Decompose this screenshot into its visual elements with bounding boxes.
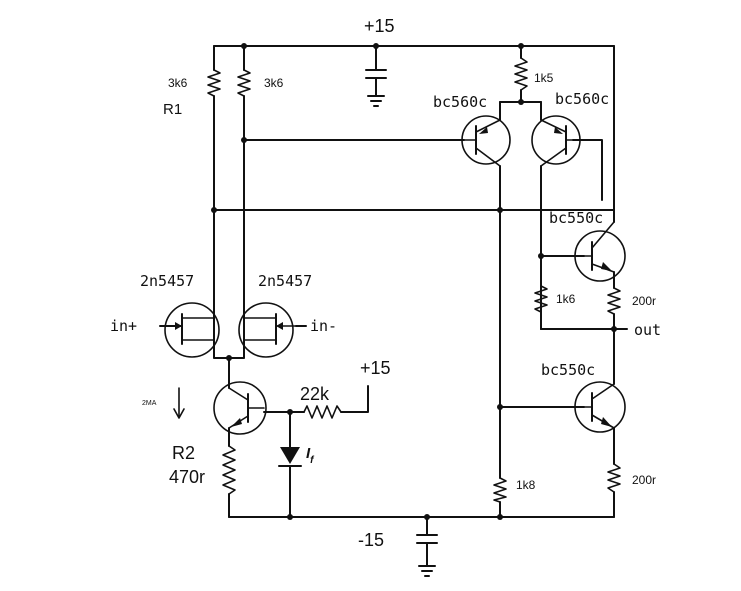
label-in-minus: in- xyxy=(310,317,337,335)
capacitor-bottom xyxy=(416,534,438,544)
label-in-plus: in+ xyxy=(110,317,137,335)
wiring xyxy=(159,45,628,567)
resistor-r2-470r xyxy=(222,445,236,495)
resistor-1k6 xyxy=(534,285,548,313)
label-bc550c-top: bc550c xyxy=(549,209,603,227)
label-r2: R2 xyxy=(172,443,195,463)
label-3k6-left: 3k6 xyxy=(168,76,188,90)
transistor-current-sink xyxy=(213,381,267,435)
label-vpos-mid: +15 xyxy=(360,358,391,378)
resistor-1k8 xyxy=(493,477,507,503)
jfet-2n5457-left xyxy=(164,299,220,359)
label-22k: 22k xyxy=(300,384,330,404)
label-jfet-left: 2n5457 xyxy=(140,272,194,290)
label-vpos-top: +15 xyxy=(364,16,395,36)
transistor-bc550c-top xyxy=(574,221,626,282)
resistor-200r-top xyxy=(607,287,621,315)
resistor-1k5 xyxy=(514,57,528,91)
label-led-current: If xyxy=(306,445,315,466)
current-arrow-icon xyxy=(173,387,185,419)
label-out: out xyxy=(634,321,661,339)
label-1k8: 1k8 xyxy=(516,478,536,492)
resistor-22k xyxy=(303,405,342,419)
ground-bottom xyxy=(418,565,436,577)
label-470r: 470r xyxy=(169,467,205,487)
label-led-i: I xyxy=(306,445,311,462)
resistor-200r-bottom xyxy=(607,463,621,493)
labels: +15 -15 +15 3k6 R1 3k6 1k5 bc560c bc560c… xyxy=(110,16,661,550)
resistor-3k6-right xyxy=(237,69,251,97)
label-bc550c-bottom: bc550c xyxy=(541,361,595,379)
label-r1: R1 xyxy=(163,101,182,118)
transistor-bc560c-left xyxy=(461,115,511,167)
label-vneg: -15 xyxy=(358,530,384,550)
capacitor-top xyxy=(365,69,387,79)
junction-dots xyxy=(211,43,617,520)
label-2ma: 2MA xyxy=(142,400,157,407)
label-1k6: 1k6 xyxy=(556,292,576,306)
label-3k6-right: 3k6 xyxy=(264,76,284,90)
label-200r-bottom: 200r xyxy=(632,473,656,487)
jfet-2n5457-right xyxy=(238,302,297,359)
transistor-bc560c-right xyxy=(531,115,581,167)
label-jfet-right: 2n5457 xyxy=(258,272,312,290)
label-led-f: f xyxy=(310,455,315,466)
led-diode xyxy=(278,447,302,467)
label-bc560c-left: bc560c xyxy=(433,93,487,111)
transistor-bc550c-bottom xyxy=(574,381,626,433)
resistor-3k6-left xyxy=(207,69,221,97)
label-bc560c-right: bc560c xyxy=(555,90,609,108)
label-200r-top: 200r xyxy=(632,294,656,308)
ground-top xyxy=(367,95,385,107)
label-1k5: 1k5 xyxy=(534,71,554,85)
